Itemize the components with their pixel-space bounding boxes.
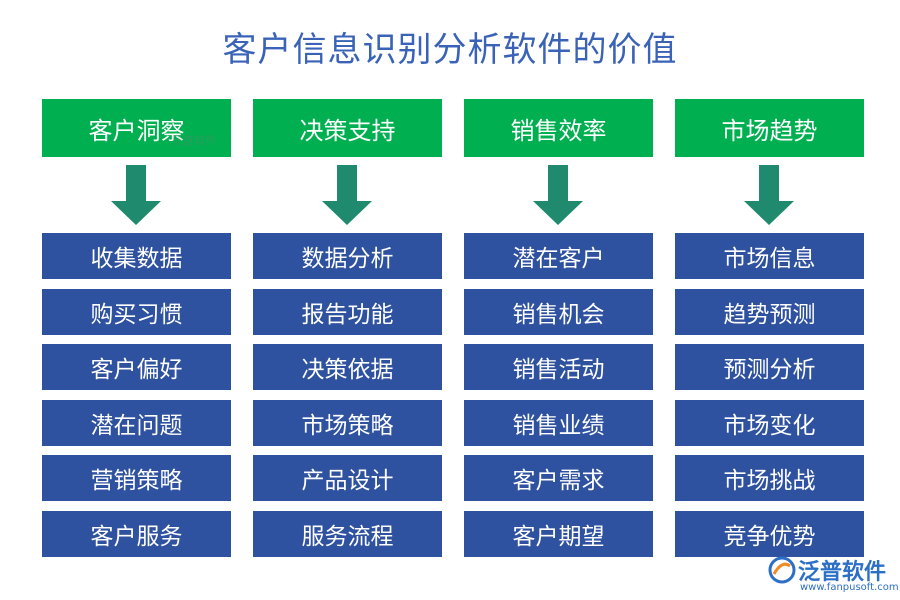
list-item: 销售业绩	[464, 399, 653, 446]
watermark-text: 泛普软件	[172, 134, 216, 147]
list-item: 销售活动	[464, 344, 653, 390]
column-header: 客户洞察	[42, 99, 231, 157]
list-item: 决策依据	[253, 344, 442, 390]
down-arrow-icon	[253, 157, 442, 233]
list-item: 收集数据	[42, 233, 231, 279]
column-header: 销售效率	[464, 99, 653, 157]
down-arrow-icon	[675, 157, 864, 233]
list-item: 营销策略	[42, 455, 231, 501]
down-arrow-icon	[464, 157, 653, 233]
list-item: 服务流程	[253, 510, 442, 557]
list-item: 市场策略	[253, 399, 442, 446]
logo-icon	[768, 556, 796, 584]
list-item: 潜在问题	[42, 399, 231, 446]
list-item: 客户服务	[42, 510, 231, 557]
logo-url: www.fanpusoft.com	[800, 582, 899, 593]
list-item: 市场挑战	[675, 455, 864, 501]
list-item: 客户期望	[464, 510, 653, 557]
column-customer-insight: 客户洞察 收集数据 购买习惯 客户偏好 潜在问题 营销策略 客户服务	[42, 99, 231, 566]
list-item: 客户偏好	[42, 344, 231, 390]
column-header: 决策支持	[253, 99, 442, 157]
list-item: 产品设计	[253, 455, 442, 501]
list-item: 销售机会	[464, 288, 653, 335]
list-item: 竞争优势	[675, 510, 864, 557]
list-item: 购买习惯	[42, 288, 231, 335]
column-decision-support: 决策支持 数据分析 报告功能 决策依据 市场策略 产品设计 服务流程	[253, 99, 442, 566]
diagram-title: 客户信息识别分析软件的价值	[222, 30, 678, 70]
list-item: 市场信息	[675, 233, 864, 279]
column-market-trends: 市场趋势 市场信息 趋势预测 预测分析 市场变化 市场挑战 竞争优势	[675, 99, 864, 566]
list-item: 预测分析	[675, 344, 864, 390]
list-item: 市场变化	[675, 399, 864, 446]
column-header: 市场趋势	[675, 99, 864, 157]
list-item: 趋势预测	[675, 288, 864, 335]
down-arrow-icon	[42, 157, 231, 233]
column-sales-efficiency: 销售效率 潜在客户 销售机会 销售活动 销售业绩 客户需求 客户期望	[464, 99, 653, 566]
brand-logo: 泛普软件 www.fanpusoft.com	[768, 554, 899, 596]
list-item: 报告功能	[253, 288, 442, 335]
logo-name: 泛普软件	[798, 560, 887, 585]
list-item: 潜在客户	[464, 233, 653, 279]
list-item: 客户需求	[464, 455, 653, 501]
list-item: 数据分析	[253, 233, 442, 279]
